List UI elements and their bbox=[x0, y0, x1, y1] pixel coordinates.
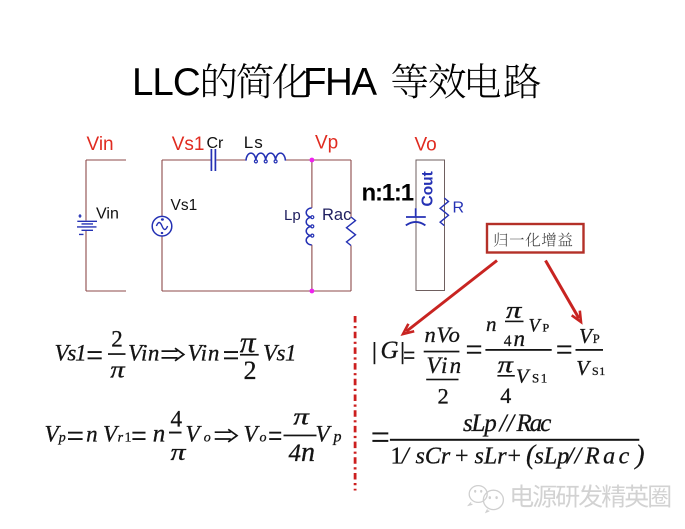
svg-text:1: 1 bbox=[599, 364, 605, 378]
svg-text:S: S bbox=[532, 371, 539, 386]
svg-text:4: 4 bbox=[289, 440, 302, 467]
svg-text:π: π bbox=[110, 356, 125, 383]
svg-text:1: 1 bbox=[391, 443, 403, 469]
svg-text:sCr: sCr bbox=[416, 443, 451, 469]
svg-text:Vs1: Vs1 bbox=[172, 134, 205, 155]
svg-text:R: R bbox=[453, 200, 465, 217]
svg-text:n: n bbox=[86, 421, 98, 446]
svg-text:p: p bbox=[333, 428, 342, 445]
svg-text:π: π bbox=[498, 351, 515, 378]
svg-text:V: V bbox=[579, 324, 594, 348]
svg-text:Vp: Vp bbox=[315, 133, 338, 154]
svg-text:Vs1: Vs1 bbox=[55, 341, 86, 366]
svg-text:V: V bbox=[576, 356, 591, 380]
svg-text:4: 4 bbox=[504, 333, 512, 350]
svg-text://: // bbox=[565, 443, 584, 469]
svg-text:S: S bbox=[592, 364, 599, 378]
svg-text:+: + bbox=[455, 443, 469, 469]
svg-text:o: o bbox=[260, 430, 267, 445]
svg-text:Rac: Rac bbox=[322, 206, 351, 224]
svg-text:2: 2 bbox=[244, 356, 257, 385]
svg-text:): ) bbox=[634, 439, 645, 469]
svg-text:π: π bbox=[506, 296, 523, 323]
svg-text:nVo: nVo bbox=[425, 322, 461, 347]
svg-text:π: π bbox=[293, 404, 310, 431]
svg-text:Vin: Vin bbox=[96, 206, 119, 223]
svg-text://: // bbox=[498, 410, 516, 437]
svg-text:sLp: sLp bbox=[463, 410, 496, 437]
svg-text:n: n bbox=[153, 420, 166, 447]
svg-text:Vs1: Vs1 bbox=[171, 197, 198, 214]
svg-text:P: P bbox=[543, 321, 550, 335]
svg-text:sLp: sLp bbox=[535, 443, 570, 469]
svg-text:Lp: Lp bbox=[284, 207, 301, 224]
svg-text:V: V bbox=[186, 421, 203, 446]
svg-text:n:1:1: n:1:1 bbox=[362, 180, 414, 207]
svg-text:V: V bbox=[244, 421, 261, 446]
svg-text:V: V bbox=[103, 421, 120, 446]
svg-text:V: V bbox=[516, 366, 531, 388]
svg-text:LLC: LLC bbox=[132, 61, 200, 104]
svg-text:sLr: sLr bbox=[475, 443, 508, 469]
svg-text:Ls: Ls bbox=[244, 133, 264, 152]
svg-text:Cr: Cr bbox=[207, 135, 225, 152]
svg-text:Vin: Vin bbox=[427, 353, 464, 378]
svg-text:r: r bbox=[118, 430, 124, 445]
svg-text:G: G bbox=[381, 337, 399, 364]
svg-text:1: 1 bbox=[125, 430, 132, 445]
svg-text:V: V bbox=[45, 421, 62, 446]
svg-text:n: n bbox=[514, 326, 526, 351]
svg-text:n: n bbox=[486, 312, 497, 336]
svg-text:4: 4 bbox=[171, 406, 183, 431]
svg-text:/: / bbox=[400, 443, 411, 469]
svg-text:Rac: Rac bbox=[584, 443, 633, 469]
svg-text:Vin: Vin bbox=[128, 341, 160, 366]
svg-text:Cout: Cout bbox=[420, 171, 437, 206]
svg-text:n: n bbox=[301, 437, 315, 468]
svg-text:Rac: Rac bbox=[516, 410, 552, 437]
svg-text:p: p bbox=[58, 430, 66, 445]
svg-text:2: 2 bbox=[111, 327, 123, 352]
svg-text:π: π bbox=[171, 439, 188, 466]
svg-text:Vin: Vin bbox=[87, 134, 114, 155]
svg-text:2: 2 bbox=[438, 383, 449, 408]
svg-text:Vo: Vo bbox=[415, 135, 437, 156]
svg-text:V: V bbox=[316, 421, 333, 446]
svg-text:V: V bbox=[529, 317, 543, 337]
svg-text:1: 1 bbox=[541, 371, 548, 386]
svg-text:+: + bbox=[508, 443, 522, 469]
svg-text:o: o bbox=[204, 430, 211, 445]
svg-text:(: ( bbox=[526, 439, 537, 469]
svg-text:FHA: FHA bbox=[303, 61, 377, 104]
svg-text:Vin: Vin bbox=[188, 341, 221, 366]
svg-text:4: 4 bbox=[500, 383, 511, 408]
svg-text:π: π bbox=[240, 326, 257, 359]
svg-text:P: P bbox=[593, 332, 600, 346]
svg-text:Vs1: Vs1 bbox=[263, 341, 296, 366]
